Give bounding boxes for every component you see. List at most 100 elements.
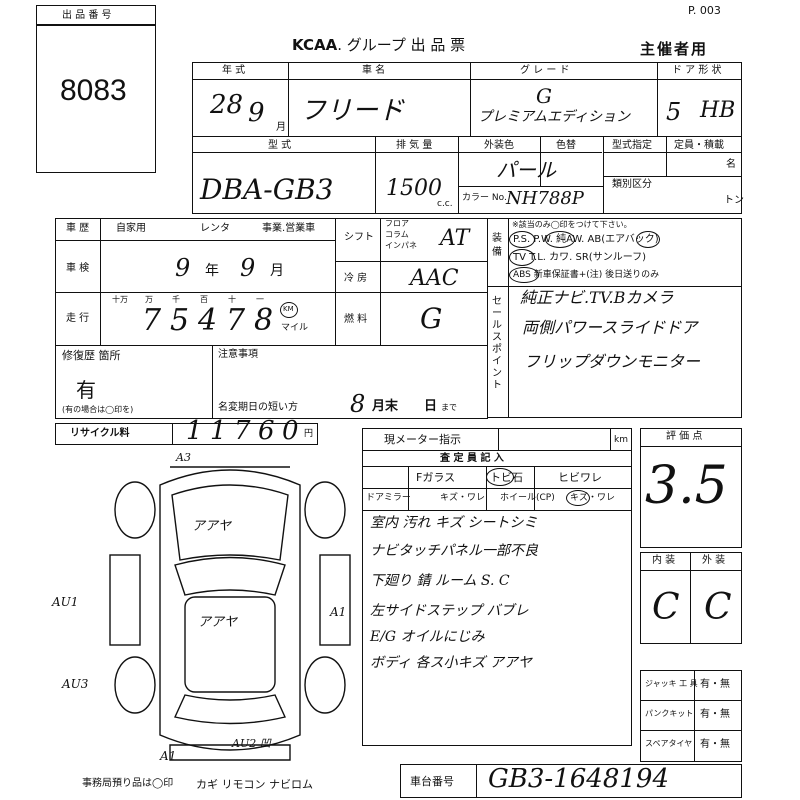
rated-fglass: Fガラス — [416, 471, 456, 484]
repair-notes-box — [55, 345, 488, 419]
body-type: HB — [700, 98, 736, 123]
interior-label: 内 装 — [652, 555, 676, 566]
interior-grade: C — [652, 587, 680, 628]
diagram-rear-left-mark: AU3 — [62, 677, 89, 691]
tool-3-label: スペアタイヤ — [645, 739, 693, 748]
label-fuel: 燃 料 — [344, 314, 368, 325]
diagram-hood-mark: アアヤ — [192, 519, 232, 534]
rated-title: 査 定 員 記 入 — [440, 453, 504, 464]
tool-3-status: 有・無 — [700, 739, 730, 750]
ps-circle — [509, 231, 535, 248]
label-notes: 注意事項 — [218, 349, 258, 360]
exterior-grade: C — [704, 587, 732, 628]
mileage-digit-1: 7 — [142, 303, 162, 338]
footer-office: 事務局預り品は◯印 — [82, 778, 174, 789]
score-box — [640, 428, 742, 548]
brand: KCAA — [292, 36, 338, 54]
history-private: 自家用 — [116, 223, 146, 234]
mileage-unit-6: 一 — [256, 295, 264, 304]
fuel-value: G — [420, 302, 443, 335]
inspection-month-unit: 月 — [270, 263, 284, 279]
shift-floor: フロア — [385, 219, 409, 228]
label-type: 型 式 — [268, 140, 292, 151]
recycle-unit: 円 — [304, 429, 314, 439]
label-ac: 冷 房 — [344, 273, 368, 284]
rated-note-1: 室内 汚れ キズ シートシミ — [370, 515, 538, 531]
label-equipment: 装 備 — [492, 233, 502, 258]
tools-box — [640, 670, 742, 762]
year-month-unit: 月 — [276, 122, 286, 133]
rated-note-3: 下廻り 錆 ルーム S. C — [370, 573, 510, 589]
inspection-year: 9 — [175, 254, 191, 282]
equipment-note: ※該当のみ◯印をつけて下さい。 — [512, 220, 632, 229]
recycle-digit-5: 0 — [282, 416, 299, 446]
equipment-row2: TV T.L. カワ. SR(サンルーフ) — [513, 252, 647, 263]
mileage-digit-3: 4 — [198, 303, 218, 338]
grade-line1: G — [536, 84, 552, 108]
label-color-change: 色替 — [556, 140, 576, 151]
label-meter: 現メーター指示 — [384, 433, 461, 446]
km-circle — [280, 302, 298, 318]
displacement-unit: c.c. — [437, 199, 453, 209]
model-type: DBA-GB3 — [200, 173, 334, 206]
label-type-designation: 型式指定 — [612, 140, 652, 151]
footer-items: カギ リモコン ナビロム — [196, 778, 313, 791]
pw-circle — [545, 231, 575, 248]
label-door: ド ア 形 状 — [672, 65, 722, 76]
inspection-year-unit: 年 — [205, 263, 219, 279]
mileage-unit-4: 百 — [200, 295, 208, 304]
diagram-rear-bottom-right: AU2 凹 — [232, 737, 271, 750]
title-rest: . グループ 出 品 票 — [337, 36, 466, 54]
vehicle-row1 — [192, 62, 742, 137]
label-model: 車 名 — [362, 65, 386, 76]
year-month: 9 — [248, 98, 265, 128]
sales-point-3: フリップダウンモニター — [524, 352, 701, 371]
doors: 5 — [666, 98, 682, 126]
repair-value: 有 — [76, 378, 96, 402]
expiry-day-label: 日 — [424, 399, 438, 414]
recycle-digit-3: 7 — [234, 416, 251, 446]
rated-note-5: E/G オイルにじみ — [370, 629, 485, 645]
rated-wheel-status: キズ・ワレ — [570, 493, 616, 503]
label-recycle: リサイクル料 — [70, 428, 130, 439]
label-exterior-color: 外装色 — [484, 140, 514, 151]
rated-note-2: ナビタッチパネル一部不良 — [370, 543, 538, 559]
mileage-digit-2: 5 — [170, 303, 190, 338]
history-rental: レンタ — [200, 223, 230, 234]
exterior-label: 外 装 — [702, 555, 726, 566]
sales-point-1: 純正ナビ.TV.Bカメラ — [520, 288, 674, 307]
persons-unit: 名 — [726, 159, 736, 170]
label-mileage: 走 行 — [66, 313, 90, 324]
label-capacity: 定員・積載 — [674, 140, 724, 151]
rated-hibi: ヒビワレ — [558, 471, 602, 484]
grade-line2: プレミアムエディション — [478, 109, 631, 125]
meter-unit: km — [614, 435, 628, 445]
label-displacement: 排 気 量 — [396, 140, 433, 151]
rated-wheel: ホイール(CP) — [500, 493, 555, 503]
chassis-number: GB3-1648194 — [488, 764, 669, 794]
abs-circle — [509, 267, 539, 283]
year-era: 28 — [210, 90, 244, 120]
lot-number-label: 出 品 番 号 — [62, 10, 112, 21]
wheel-circle — [566, 490, 590, 506]
score-value: 3.5 — [645, 456, 728, 516]
tool-2-label: パンクキット — [645, 709, 694, 718]
organizer-label: 主催者用 — [640, 40, 709, 58]
tool-2-status: 有・無 — [700, 709, 730, 720]
model-name: フリード — [300, 96, 405, 126]
expiry-month: 8 — [350, 390, 366, 418]
page-ref: P. 003 — [688, 4, 721, 17]
mileage-unit-2: 万 — [145, 295, 153, 304]
mileage-km: KM — [283, 305, 294, 313]
label-category: 類別区分 — [612, 179, 652, 190]
tons-unit: トン — [724, 195, 744, 206]
displacement-value: 1500 — [386, 176, 442, 201]
equipment-box — [487, 218, 742, 418]
sales-point-2: 両側パワースライドドア — [522, 318, 698, 337]
shift-panel: インパネ — [385, 241, 417, 250]
recycle-box — [55, 423, 318, 445]
expiry-until: まで — [441, 403, 457, 412]
repair-note: (有の場合は◯印を) — [62, 405, 134, 414]
mileage-mile: マイル — [281, 323, 309, 333]
diagram-left-mark: AU1 — [52, 595, 79, 609]
